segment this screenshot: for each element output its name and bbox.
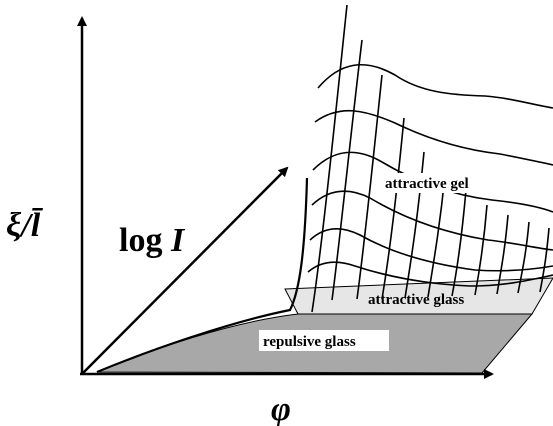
horizontal-axis-label: φ: [271, 391, 291, 426]
glass-transition-curve: [96, 177, 309, 374]
attractive-gel-label: attractive gel: [385, 176, 469, 192]
repulsive-glass-label: repulsive glass: [263, 334, 356, 350]
log-intensity-axis: [81, 166, 289, 375]
attractive-gel-label-bg: [382, 173, 483, 193]
depth-axis-label: log I: [119, 222, 186, 259]
attractive-gel-mesh: [307, 4, 553, 313]
repulsive-glass-label-bg: [259, 330, 389, 351]
depth-axis-label-prefix: log: [119, 222, 171, 259]
vertical-axis-label: ξ/l̄: [6, 207, 44, 244]
attractive-glass-label: attractive glass: [368, 292, 464, 308]
depth-axis-label-var: I: [170, 222, 186, 259]
attractive-glass-region: [284, 277, 553, 315]
